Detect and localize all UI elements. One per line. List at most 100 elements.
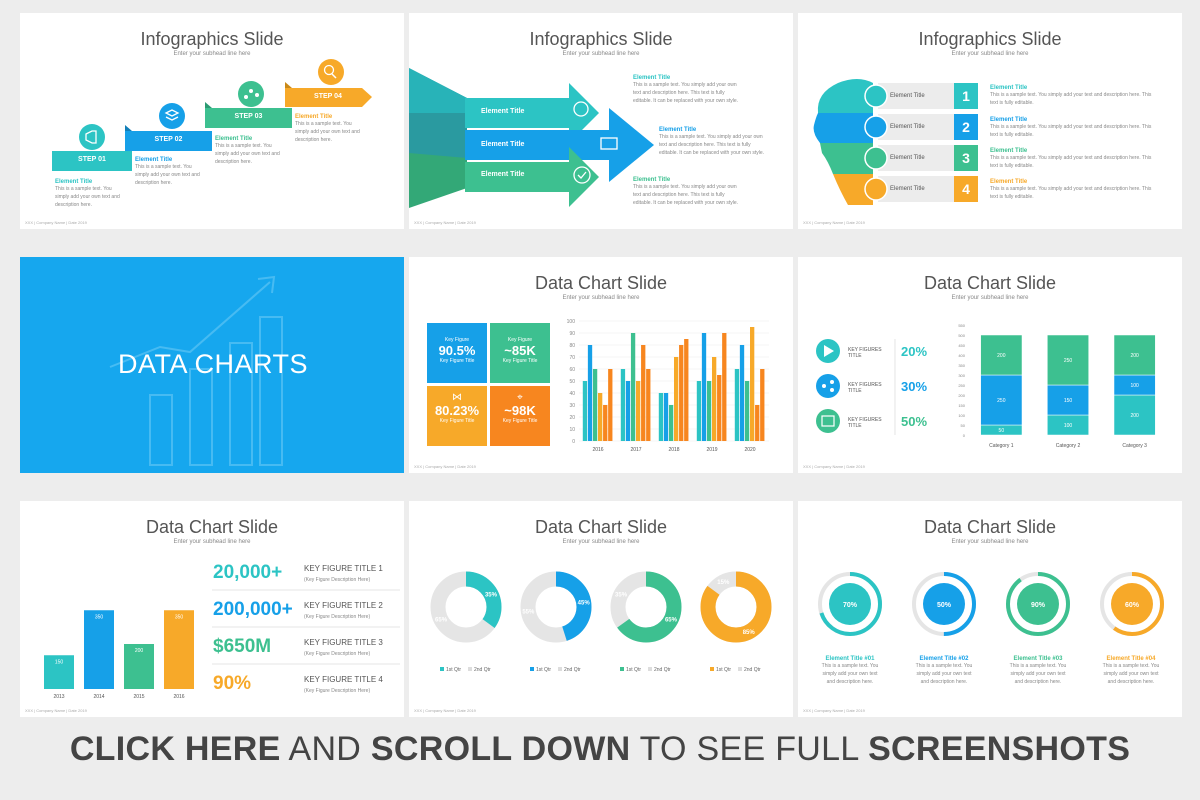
bar xyxy=(641,345,646,441)
y-tick-label: 500 xyxy=(958,333,965,338)
figure-percent: 20% xyxy=(901,344,928,359)
x-tick-label: 2019 xyxy=(706,447,717,453)
key-figure-tile: Key Figure ~85K Key Figure Title xyxy=(490,323,550,383)
key-figure-tile: ⋈ 80.23% Key Figure Title xyxy=(427,386,487,446)
slide-title: Infographics Slide xyxy=(529,29,673,49)
legend-swatch xyxy=(468,667,472,671)
legend-swatch xyxy=(710,667,714,671)
slide-footer: XXX | Company Name | Date 2019 xyxy=(25,708,87,713)
y-tick-label: 30 xyxy=(569,403,575,409)
step-text: Element Title This is a sample text. You… xyxy=(295,114,360,143)
people-icon xyxy=(864,177,888,201)
data-label: 85% xyxy=(743,630,756,636)
slide-infographics-arrows[interactable]: Infographics Slide Enter your subhead li… xyxy=(409,13,793,229)
data-label: 200 xyxy=(997,353,1006,359)
growth-chart-icon xyxy=(109,275,283,466)
legend-label: 1st Qtr xyxy=(626,667,641,673)
ring-progress xyxy=(1100,572,1164,636)
data-label: 150 xyxy=(55,659,64,665)
bar xyxy=(620,369,626,441)
banner-text: AND xyxy=(280,730,371,768)
bar xyxy=(625,381,631,441)
key-figure-value: 20,000+ xyxy=(213,562,283,583)
slide-data-chart-rings[interactable]: Data Chart Slide Enter your subhead line… xyxy=(798,501,1182,717)
magnifier-icon xyxy=(318,59,344,85)
arrow-text: Element Title This is a sample text. You… xyxy=(659,127,765,156)
y-tick-label: 40 xyxy=(569,391,575,397)
x-tick-label: 2017 xyxy=(630,447,641,453)
bar xyxy=(701,333,707,441)
y-tick-label: 200 xyxy=(958,393,965,398)
ring-label: 50% xyxy=(937,602,952,609)
bar xyxy=(646,369,651,441)
bar xyxy=(587,345,593,441)
y-tick-label: 50 xyxy=(961,423,966,428)
slide-subtitle: Enter your subhead line here xyxy=(562,295,640,301)
data-label: 35% xyxy=(615,592,628,598)
stacked-bar-chart: 0501001502002503003504004505005505025020… xyxy=(958,323,1156,449)
bar xyxy=(668,405,674,441)
y-tick-label: 10 xyxy=(569,427,575,433)
slide-data-chart-stacked[interactable]: Data Chart Slide Enter your subhead line… xyxy=(798,257,1182,473)
data-label: 35% xyxy=(485,592,498,598)
legend-swatch xyxy=(738,667,742,671)
legend-swatch xyxy=(620,667,624,671)
ring-label: 90% xyxy=(1031,602,1046,609)
data-label: 50 xyxy=(999,428,1005,434)
slide-data-chart-key-figures[interactable]: Data Chart Slide Enter your subhead line… xyxy=(20,501,404,717)
key-figure-text: KEY FIGURE TITLE 4(Key Figure Descriptio… xyxy=(304,675,383,694)
slide-infographics-head[interactable]: Infographics Slide Enter your subhead li… xyxy=(798,13,1182,229)
legend-swatch xyxy=(648,667,652,671)
x-tick-label: Category 1 xyxy=(989,443,1014,449)
runner-icon xyxy=(864,84,888,108)
slide-footer: XXX | Company Name | Date 2019 xyxy=(414,464,476,469)
person-icon xyxy=(573,101,589,117)
slide-subtitle: Enter your subhead line here xyxy=(562,539,640,545)
y-tick-label: 0 xyxy=(572,439,575,445)
ring-progress xyxy=(912,572,976,636)
bar xyxy=(582,381,588,441)
slide-data-chart-donuts[interactable]: Data Chart Slide Enter your subhead line… xyxy=(409,501,793,717)
call-to-action-banner[interactable]: CLICK HERE AND SCROLL DOWN TO SEE FULL S… xyxy=(0,730,1200,769)
banner-click-here[interactable]: CLICK HERE xyxy=(69,730,281,768)
stacked-segment xyxy=(1047,384,1089,416)
legend-label: 2nd Qtr xyxy=(474,667,491,673)
ring-label: 70% xyxy=(843,602,858,609)
key-figure-value: $650M xyxy=(213,636,272,657)
data-label: 55% xyxy=(522,609,535,615)
row-label: Element Title xyxy=(890,155,925,161)
y-tick-label: 350 xyxy=(958,363,965,368)
banner-screenshots: SCREENSHOTS xyxy=(868,730,1131,768)
bar xyxy=(598,393,603,441)
bar xyxy=(663,393,669,441)
bar xyxy=(744,381,750,441)
arrows-graphic xyxy=(409,68,654,208)
slide-infographics-steps[interactable]: Infographics Slide Enter your subhead li… xyxy=(20,13,404,229)
arrow-text: Element Title This is a sample text. You… xyxy=(633,177,739,206)
slide-data-chart-tiles[interactable]: Data Chart Slide Enter your subhead line… xyxy=(409,257,793,473)
y-tick-label: 100 xyxy=(958,413,965,418)
data-label: 200 xyxy=(1130,353,1139,359)
key-figure-text: KEY FIGURE TITLE 1(Key Figure Descriptio… xyxy=(304,564,383,583)
slide-title: Data Chart Slide xyxy=(534,273,668,293)
key-figure-tile: ⌖ ~98K Key Figure Title xyxy=(490,386,550,446)
slide-footer: XXX | Company Name | Date 2019 xyxy=(803,708,865,713)
slide-section-data-charts[interactable]: DATA CHARTS xyxy=(20,257,404,473)
bar xyxy=(124,644,154,689)
slide-title: Infographics Slide xyxy=(140,29,284,49)
bar xyxy=(755,405,760,441)
step-label: STEP 03 xyxy=(234,113,263,120)
row-label: Element Title xyxy=(890,186,925,192)
legend-label: 1st Qtr xyxy=(536,667,551,673)
bar xyxy=(84,610,114,689)
data-label: 100 xyxy=(1064,423,1073,429)
legend-label: 2nd Qtr xyxy=(564,667,581,673)
